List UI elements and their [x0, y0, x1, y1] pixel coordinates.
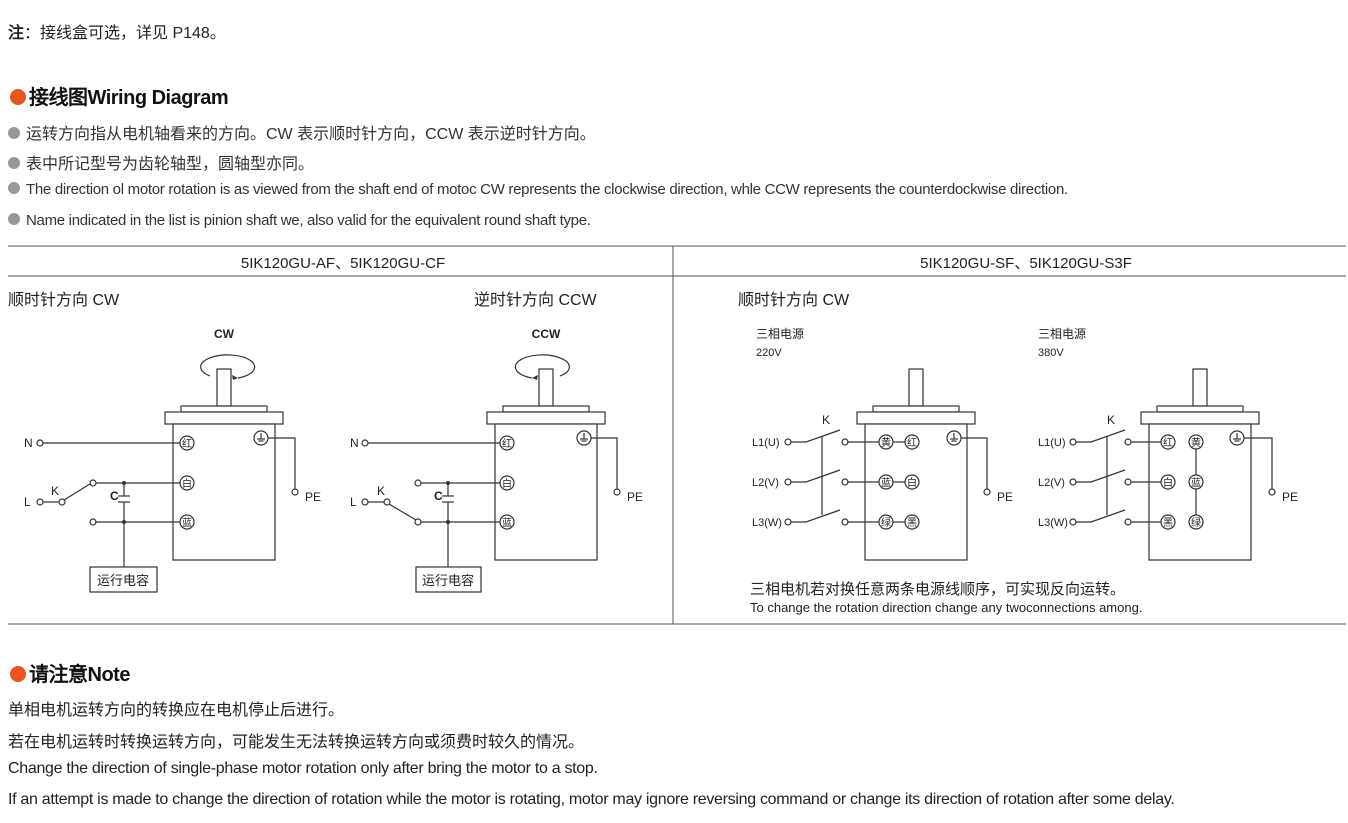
three-phase-220v-diagram: 三相电源 220V PE K L1(U) 黄 红 L2(V) 蓝 白 L3(W) — [752, 327, 1013, 561]
ground-terminal-icon — [1229, 430, 1245, 446]
source-label: 三相电源 — [1038, 327, 1086, 341]
ground-terminal-icon — [253, 430, 269, 446]
terminal: 蓝 — [1191, 477, 1201, 489]
ccw-wiring-diagram: CCW PE N L K C 运行电容 红 白 蓝 — [350, 327, 643, 593]
terminal-red: 红 — [502, 437, 512, 450]
bullet-dot-icon — [10, 666, 26, 682]
n-label: N — [24, 436, 33, 450]
terminal: 黄 — [1191, 436, 1201, 449]
left-model-header: 5IK120GU-AF、5IK120GU-CF — [241, 255, 445, 272]
terminal-blue: 蓝 — [182, 517, 192, 529]
terminal: 黑 — [1163, 517, 1173, 529]
switch-k-label: K — [1107, 413, 1115, 427]
bullet-text: 表中所记型号为齿轮轴型，圆轴型亦同。 — [26, 156, 315, 173]
bullet-icon — [8, 182, 20, 194]
bullet-item: 运转方向指从电机轴看来的方向。CW 表示顺时针方向，CCW 表示逆时针方向。 — [8, 120, 596, 144]
bullet-dot-icon — [10, 89, 26, 105]
pe-label: PE — [1282, 490, 1298, 504]
cw-rotation-arrow-icon — [200, 354, 256, 379]
heading-cn: 接线图 — [29, 87, 88, 109]
ground-terminal-icon — [946, 430, 962, 446]
line-label: L3(W) — [752, 517, 782, 529]
bullet-icon — [8, 157, 20, 169]
right-model-header: 5IK120GU-SF、5IK120GU-S3F — [920, 255, 1132, 272]
three-phase-cw-label: 顺时针方向 CW — [738, 291, 850, 309]
cw-wiring-diagram: CW PE N L K C 运行电容 红 白 蓝 — [24, 327, 321, 593]
junction-box-note: 注：接线盒可选，详见 P148。 — [8, 19, 226, 43]
heading-en: Note — [87, 664, 131, 686]
line-label: L2(V) — [752, 477, 779, 489]
line-l2: L2(V) 白 蓝 — [1038, 469, 1204, 490]
pe-label: PE — [305, 490, 321, 504]
line-label: L2(V) — [1038, 477, 1065, 489]
l-label: L — [24, 495, 31, 509]
terminal: 绿 — [881, 516, 891, 529]
voltage-label: 220V — [756, 347, 782, 359]
line-l3: L3(W) 绿 黑 — [752, 509, 920, 530]
terminal: 黑 — [907, 517, 917, 529]
terminal: 红 — [907, 436, 917, 449]
run-capacitor-box: 运行电容 — [97, 573, 149, 588]
pe-label: PE — [997, 490, 1013, 504]
l-label: L — [350, 495, 357, 509]
ground-terminal-icon — [576, 430, 592, 446]
bullet-icon — [8, 213, 20, 225]
run-capacitor-box: 运行电容 — [422, 573, 474, 588]
voltage-label: 380V — [1038, 347, 1064, 359]
note-line: 若在电机运转时转换运转方向，可能发生无法转换运转方向或须费时较久的情况。 — [8, 734, 585, 751]
note-line: Change the direction of single-phase mot… — [8, 760, 598, 777]
ccw-label: CCW — [532, 327, 561, 341]
line-l2: L2(V) 蓝 白 — [752, 469, 920, 490]
note-heading: 请注意Note — [10, 658, 130, 687]
wiring-table: 5IK120GU-AF、5IK120GU-CF 5IK120GU-SF、5IK1… — [8, 245, 1346, 625]
cw-section-label: 顺时针方向 CW — [8, 291, 120, 309]
switch-k-label: K — [377, 484, 385, 498]
n-label: N — [350, 436, 359, 450]
bullet-item: The direction ol motor rotation is as vi… — [8, 181, 1068, 198]
note-prefix: 注 — [8, 25, 25, 42]
line-label: L1(U) — [1038, 437, 1066, 449]
reverse-note-en: To change the rotation direction change … — [750, 600, 1142, 615]
heading-cn: 请注意 — [29, 664, 88, 686]
cw-label: CW — [214, 327, 235, 341]
terminal: 白 — [907, 476, 917, 489]
bullet-item: Name indicated in the list is pinion sha… — [8, 212, 591, 229]
capacitor-label: C — [434, 489, 443, 503]
terminal-red: 红 — [182, 437, 192, 450]
switch-k-label: K — [822, 413, 830, 427]
capacitor-label: C — [110, 489, 119, 503]
terminal-white: 白 — [182, 477, 192, 490]
switch-k-label: K — [51, 484, 59, 498]
line-label: L1(U) — [752, 437, 780, 449]
bullet-text: Name indicated in the list is pinion sha… — [26, 212, 591, 229]
note-text: ：接线盒可选，详见 P148。 — [24, 25, 226, 42]
terminal: 红 — [1163, 436, 1173, 449]
three-phase-380v-diagram: 三相电源 380V PE K L1(U) 红 黄 L2(V) 白 蓝 L3(W)… — [1038, 327, 1298, 561]
bullet-text: The direction ol motor rotation is as vi… — [26, 181, 1068, 198]
bullet-text: 运转方向指从电机轴看来的方向。CW 表示顺时针方向，CCW 表示逆时针方向。 — [26, 126, 596, 143]
terminal-white: 白 — [502, 477, 512, 490]
ccw-section-label: 逆时针方向 CCW — [474, 291, 598, 309]
terminal: 绿 — [1191, 516, 1201, 529]
line-label: L3(W) — [1038, 517, 1068, 529]
terminal: 蓝 — [881, 477, 891, 489]
bullet-icon — [8, 127, 20, 139]
terminal: 白 — [1163, 476, 1173, 489]
reverse-note-cn: 三相电机若对换任意两条电源线顺序，可实现反向运转。 — [750, 580, 1125, 598]
line-l1: L1(U) 黄 红 — [752, 429, 920, 450]
ccw-rotation-arrow-icon — [514, 354, 570, 379]
pe-label: PE — [627, 490, 643, 504]
note-line: 单相电机运转方向的转换应在电机停止后进行。 — [8, 702, 345, 719]
source-label: 三相电源 — [756, 327, 804, 341]
note-line: If an attempt is made to change the dire… — [8, 791, 1175, 808]
line-l1: L1(U) 红 黄 — [1038, 429, 1204, 450]
terminal: 黄 — [881, 436, 891, 449]
heading-en: Wiring Diagram — [87, 87, 229, 109]
line-l3: L3(W) 黑 绿 — [1038, 509, 1204, 530]
bullet-item: 表中所记型号为齿轮轴型，圆轴型亦同。 — [8, 150, 314, 174]
wiring-diagram-heading: 接线图Wiring Diagram — [10, 81, 229, 110]
terminal-blue: 蓝 — [502, 517, 512, 529]
